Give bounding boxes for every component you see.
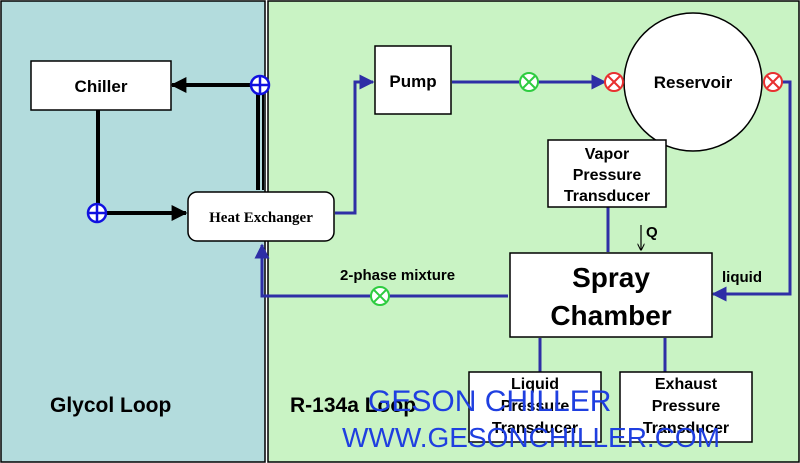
exhaust-transducer-label-2: Pressure xyxy=(652,398,721,415)
port-plus-icon xyxy=(249,74,271,96)
exhaust-transducer-label-1: Exhaust xyxy=(655,376,718,393)
liquid-transducer-box[interactable] xyxy=(468,371,602,443)
valve-green-icon[interactable] xyxy=(370,286,390,306)
liquid-transducer-label-3: Transducer xyxy=(492,420,578,437)
valve-red-icon[interactable] xyxy=(604,72,624,92)
heat-exchanger-box[interactable] xyxy=(187,191,335,242)
glycol-loop-label: Glycol Loop xyxy=(50,394,171,417)
heat-input-label: Q xyxy=(646,224,658,241)
port-plus-icon xyxy=(86,202,108,224)
pump-box[interactable] xyxy=(374,45,452,115)
spray-chamber-box[interactable] xyxy=(509,252,713,338)
valve-green-icon[interactable] xyxy=(519,72,539,92)
liquid-transducer-label-2: Pressure xyxy=(501,398,570,415)
vapor-transducer-label-3: Transducer xyxy=(564,188,650,205)
exhaust-transducer-label-3: Transducer xyxy=(643,420,729,437)
flow-reservoir-to-spray xyxy=(711,80,792,302)
vapor-transducer-label-1: Vapor xyxy=(585,146,629,163)
spray-chamber-label-2: Chamber xyxy=(550,300,671,331)
flow-spray-to-hx xyxy=(254,243,508,298)
reservoir-label: Reservoir xyxy=(654,73,733,92)
valve-red-icon[interactable] xyxy=(763,72,783,92)
pump-label: Pump xyxy=(389,72,436,91)
watermark-line-2: WWW.GESONCHILLER.COM xyxy=(342,422,720,453)
watermark-line-1: GESON CHILLER xyxy=(368,385,611,418)
vapor-transducer-label-2: Pressure xyxy=(573,167,642,184)
vapor-transducer-box[interactable] xyxy=(547,139,667,208)
r134a-loop-label: R-134a Loop xyxy=(290,394,416,417)
spray-chamber-label-1: Spray xyxy=(572,262,650,293)
liquid-transducer-label-1: Liquid xyxy=(511,376,559,393)
two-phase-label: 2-phase mixture xyxy=(340,267,455,284)
chiller-label: Chiller xyxy=(75,77,128,96)
flow-hx-to-pump xyxy=(335,74,375,215)
chiller-box[interactable] xyxy=(30,60,172,111)
heat-exchanger-label: Heat Exchanger xyxy=(209,210,313,226)
exhaust-transducer-box[interactable] xyxy=(619,371,753,443)
liquid-flow-label: liquid xyxy=(722,269,762,286)
